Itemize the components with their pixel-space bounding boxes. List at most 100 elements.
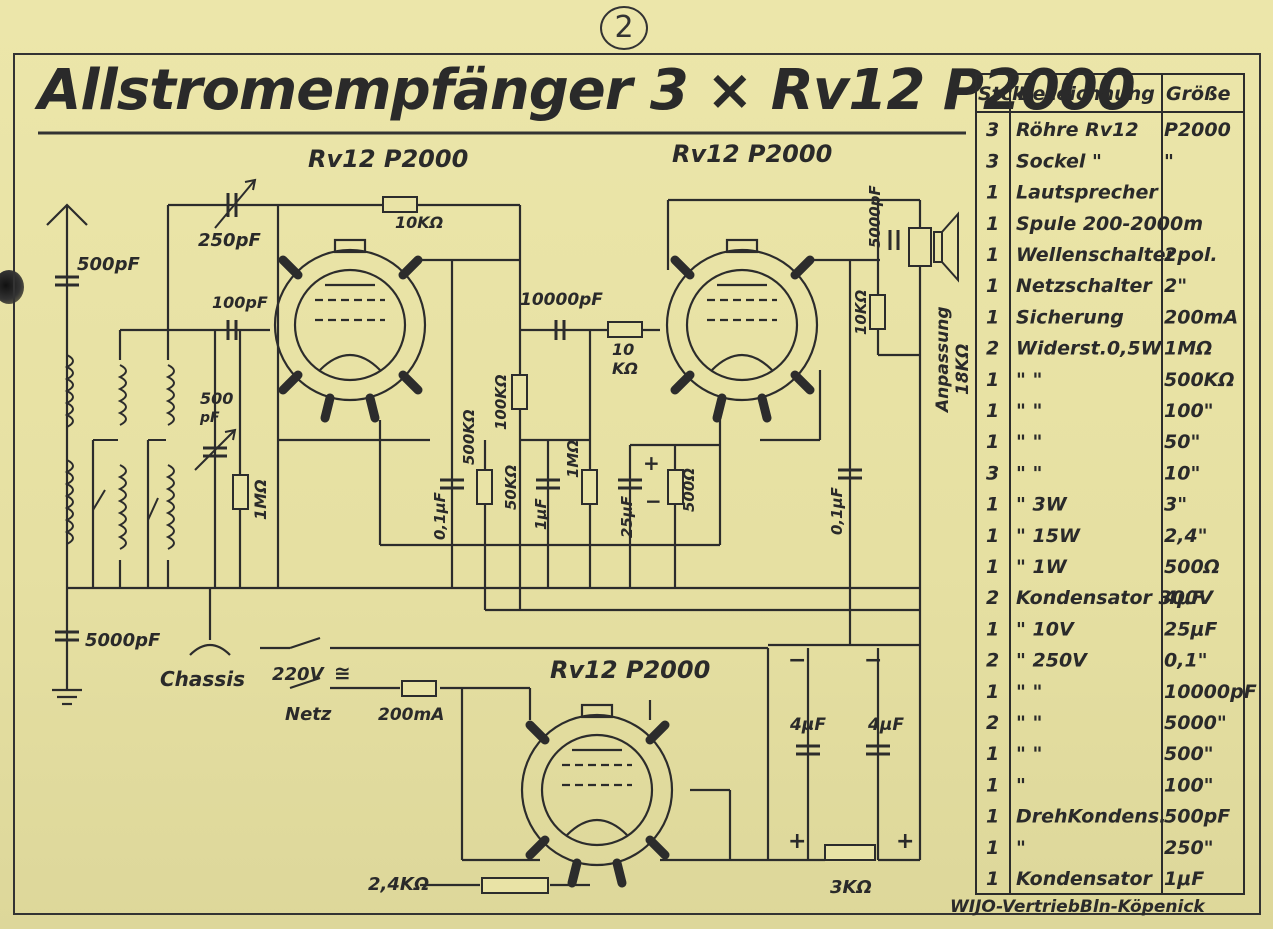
label-r-10k-top: 10KΩ (395, 213, 443, 232)
table-cell-name: Kondensator (1016, 868, 1154, 890)
label-c-25uf: 25μF (618, 495, 636, 538)
label-c-250pf: 250pF (198, 230, 261, 251)
table-cell-name: Lautsprecher (1016, 182, 1159, 204)
table-cell-name: " 250V (1016, 650, 1088, 672)
label-mains-voltage: 220V (272, 664, 326, 685)
table-cell-size: 100" (1164, 774, 1214, 796)
label-r-2-4k: 2,4KΩ (368, 874, 429, 895)
table-cell-name: " " (1016, 681, 1042, 703)
label-r-1m-left: 1MΩ (251, 479, 270, 520)
label-c-100pf: 100pF (212, 293, 268, 312)
table-cell-name: " 15W (1016, 525, 1081, 547)
table-cell-qty: 1 (986, 306, 999, 328)
table-cell-qty: 1 (986, 868, 999, 890)
table-cell-size: 50" (1164, 431, 1200, 453)
tube-2-label: Rv12 P2000 (672, 140, 832, 168)
table-cell-size: 5000" (1164, 712, 1227, 734)
table-cell-name: Wellenschalter (1016, 244, 1176, 266)
label-anpassung-value: 18KΩ (953, 344, 973, 395)
label-minus-4uf-a: − (788, 648, 806, 673)
label-plus-4uf-b: + (896, 829, 914, 854)
table-cell-qty: 2 (986, 650, 999, 672)
table-header-qty: Stck (978, 83, 1026, 105)
table-cell-size: 250" (1164, 837, 1214, 859)
label-minus-25uf: − (645, 489, 662, 513)
table-cell-name: Sockel " (1016, 150, 1102, 172)
label-mains-symbol: ≅ (334, 661, 351, 685)
coils (64, 354, 175, 550)
resistors (232, 196, 932, 894)
label-r-50k: 50KΩ (502, 465, 520, 510)
label-r-10k-mid-unit: KΩ (612, 359, 638, 378)
label-c-4uf-a: 4μF (789, 715, 826, 735)
table-cell-qty: 1 (986, 774, 999, 796)
label-fuse: 200mA (378, 705, 444, 725)
table-cell-qty: 1 (986, 494, 999, 516)
label-anpassung: Anpassung (933, 306, 953, 414)
table-cell-qty: 1 (986, 244, 999, 266)
table-cell-size: 2,4" (1164, 525, 1208, 547)
table-cell-name: " (1016, 837, 1026, 859)
tube-1-label: Rv12 P2000 (308, 145, 468, 173)
table-cell-name: " 1W (1016, 556, 1068, 578)
table-header-name: Bezeichnung (1018, 83, 1155, 105)
table-cell-name: Kondensator 300V (1016, 587, 1214, 609)
label-c-01uf-a: 0,1μF (431, 491, 449, 540)
table-cell-size: 500" (1164, 743, 1214, 765)
table-cell-size: 200mA (1164, 306, 1238, 328)
table-cell-qty: 1 (986, 400, 999, 422)
table-cell-size: 10000pF (1164, 681, 1257, 703)
label-c-500pf: 500pF (77, 254, 140, 275)
table-cell-qty: 1 (986, 431, 999, 453)
speaker-icon (933, 211, 959, 283)
table-cell-qty: 3 (986, 462, 999, 484)
table-cell-size: 2pol. (1164, 244, 1218, 266)
label-chassis: Chassis (160, 667, 245, 691)
table-cell-name: " (1016, 774, 1026, 796)
table-cell-qty: 1 (986, 556, 999, 578)
label-plus-4uf-a: + (788, 829, 806, 854)
variable-capacitor-arrows (194, 178, 257, 471)
punch-hole (0, 270, 24, 304)
table-cell-qty: 1 (986, 275, 999, 297)
label-c-1uf: 1μF (532, 498, 550, 530)
label-c-5000pf-top: 5000pF (866, 185, 884, 248)
table-cell-size: 500pF (1164, 806, 1230, 828)
table-cell-size: 500Ω (1164, 556, 1220, 578)
tube-1 (273, 238, 427, 423)
table-cell-name: " " (1016, 369, 1042, 391)
table-cell-qty: 1 (986, 525, 999, 547)
table-cell-qty: 1 (986, 369, 999, 391)
table-cell-size: 3" (1164, 494, 1187, 516)
component-labels: Rv12 P2000 Rv12 P2000 Rv12 P2000 500pF 2… (77, 140, 1206, 917)
table-cell-size: 10" (1164, 462, 1200, 484)
table-cell-name: " 3W (1016, 494, 1068, 516)
label-r-500: 500Ω (680, 468, 698, 512)
table-cell-qty: 1 (986, 837, 999, 859)
schematic-title: Allstromempfänger 3 × Rv12 P2000 (38, 58, 1136, 123)
table-cell-name: " " (1016, 743, 1042, 765)
table-cell-name: " " (1016, 400, 1042, 422)
table-cell-qty: 1 (986, 618, 999, 640)
tube-3-label: Rv12 P2000 (550, 656, 710, 684)
table-cell-qty: 1 (986, 681, 999, 703)
table-cell-size: 2" (1164, 275, 1187, 297)
table-cell-name: " " (1016, 462, 1042, 484)
capacitors (55, 193, 900, 756)
label-netz: Netz (285, 704, 332, 725)
tube-2 (665, 238, 819, 423)
label-c-500-var: 500 (200, 389, 233, 408)
label-r-10k-mid: 10 (612, 340, 634, 359)
label-minus-4uf-b: − (864, 648, 882, 673)
table-cell-size: 1MΩ (1164, 338, 1212, 360)
frame (13, 53, 1261, 915)
table-cell-name: DrehKondens. (1016, 806, 1166, 828)
table-cell-size: 25μF (1164, 618, 1217, 640)
label-r-10k-right: 10KΩ (852, 290, 870, 335)
label-c-4uf-b: 4μF (867, 715, 904, 735)
label-r-100k: 100KΩ (492, 374, 510, 430)
table-cell-name: " " (1016, 712, 1042, 734)
